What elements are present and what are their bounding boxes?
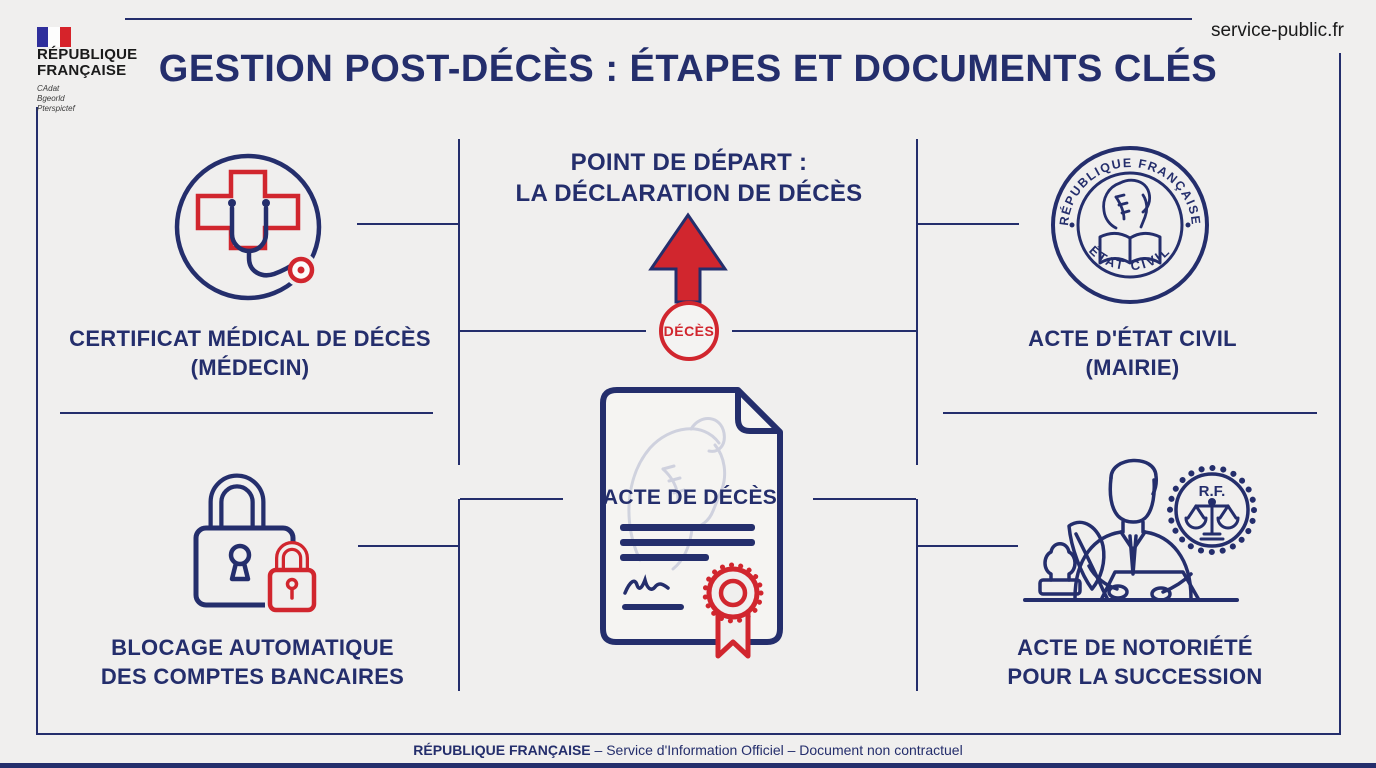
notoriete-label-line2: POUR LA SUCCESSION — [1007, 664, 1263, 689]
separator-right — [943, 412, 1317, 414]
notary-hair — [1109, 458, 1158, 496]
blocage-label-line2: DES COMPTES BANCAIRES — [100, 664, 405, 689]
notoriete-step-label: ACTE DE NOTORIÉTÉ POUR LA SUCCESSION — [940, 633, 1330, 691]
rf-seal-icon: R.F. — [1167, 465, 1257, 555]
right-border — [1339, 53, 1341, 734]
start-heading-line1: POINT DE DÉPART : — [570, 149, 808, 176]
blocage-step-label: BLOCAGE AUTOMATIQUE DES COMPTES BANCAIRE… — [55, 633, 450, 691]
french-flag-icon — [37, 27, 71, 47]
medical-label: CERTIFICAT MÉDICAL DE DÉCÈS — [69, 326, 431, 351]
start-heading-line2: LA DÉCLARATION DE DÉCÈS — [515, 180, 863, 207]
document-title: ACTE DE DÉCÈS — [602, 486, 778, 509]
notary-tie — [1128, 534, 1138, 576]
up-arrow-icon — [648, 212, 728, 304]
bank-lock-icon — [193, 473, 321, 616]
marianne-profile-icon — [1102, 178, 1152, 230]
connector-medical — [357, 223, 458, 225]
notary-icon: R.F. — [1023, 458, 1257, 602]
logo-title-line2: FRANÇAISE — [37, 62, 127, 79]
acte-de-deces-document-icon — [600, 387, 783, 659]
bottom-bar — [0, 763, 1376, 768]
connector-deces-right — [732, 330, 916, 332]
top-rule — [125, 18, 1192, 20]
paper-on-desk — [1099, 570, 1201, 602]
connector-deces-left — [460, 330, 646, 332]
connector-notoriete — [918, 545, 1018, 547]
separator-left — [60, 412, 433, 414]
scales-of-justice-icon — [1184, 498, 1240, 541]
start-heading: POINT DE DÉPART : LA DÉCLARATION DE DÉCÈ… — [460, 147, 918, 209]
page-title: GESTION POST-DÉCÈS : ÉTAPES ET DOCUMENTS… — [158, 48, 1218, 90]
etat-civil-sublabel: (MAIRIE) — [1085, 355, 1180, 380]
left-border — [36, 107, 38, 734]
red-rosette-seal-icon — [702, 562, 764, 659]
center-left-divider-top — [458, 139, 460, 465]
site-url: service-public.fr — [1210, 20, 1344, 41]
medical-certificate-icon — [174, 153, 322, 301]
etat-civil-label: ACTE D'ÉTAT CIVIL — [1028, 326, 1237, 351]
logo-title-line1: RÉPUBLIQUE — [37, 46, 138, 63]
footer-disclaimer: – Service d'Information Officiel – Docum… — [594, 742, 963, 758]
connector-doc-right — [813, 498, 916, 500]
blocage-label-line1: BLOCAGE AUTOMATIQUE — [111, 635, 394, 660]
notoriete-label-line1: ACTE DE NOTORIÉTÉ — [1017, 635, 1253, 660]
medical-step-label: CERTIFICAT MÉDICAL DE DÉCÈS (MÉDECIN) — [30, 324, 470, 382]
stamp-icon — [1043, 542, 1077, 582]
connector-blocage — [358, 545, 458, 547]
center-right-divider-bottom — [916, 499, 918, 691]
center-right-divider-top — [916, 139, 918, 465]
connector-etat-civil — [918, 223, 1019, 225]
logo-motto: CAdat Bgeorld Pterspictef — [37, 84, 75, 113]
footer-brand: RÉPUBLIQUE FRANÇAISE — [413, 742, 591, 758]
quill-icon — [1067, 520, 1106, 591]
rf-seal-text: R.F. — [1199, 483, 1226, 500]
bottom-border — [36, 733, 1341, 735]
open-book-icon — [1098, 231, 1162, 265]
footer-text: RÉPUBLIQUE FRANÇAISE – Service d'Informa… — [0, 742, 1376, 758]
deces-badge: DÉCÈS — [659, 301, 719, 361]
etat-civil-seal-icon: RÉPUBLIQUE FRANÇAISE ÉTAT CIVIL — [1051, 146, 1209, 304]
center-left-divider-bottom — [458, 499, 460, 691]
medical-sublabel: (MÉDECIN) — [190, 355, 310, 380]
republique-francaise-logo: RÉPUBLIQUE FRANÇAISE CAdat Bgeorld Pters… — [37, 27, 137, 114]
connector-doc-left — [460, 498, 563, 500]
signature — [623, 574, 670, 595]
etat-civil-step-label: ACTE D'ÉTAT CIVIL (MAIRIE) — [940, 324, 1325, 382]
